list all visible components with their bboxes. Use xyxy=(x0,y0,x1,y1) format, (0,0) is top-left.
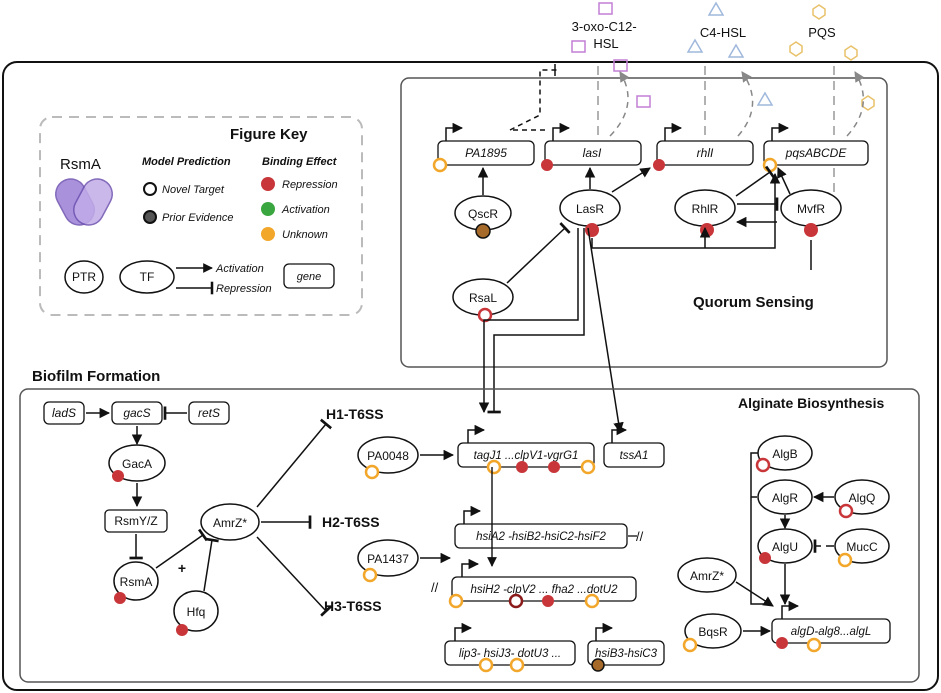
gene-pa1895 xyxy=(437,140,535,166)
rsma-icon xyxy=(55,178,113,226)
svg-text:RhlR: RhlR xyxy=(692,202,719,216)
svg-text:GacA: GacA xyxy=(122,457,152,471)
svg-text:gacS: gacS xyxy=(123,406,150,420)
signal-c4-hsl: C4-HSL xyxy=(700,25,746,40)
signals: 3-oxo-C12- HSL C4-HSL PQS xyxy=(571,1,875,111)
key-activation: Activation xyxy=(281,204,330,216)
gene-hsia2 xyxy=(454,523,628,549)
key-tf xyxy=(119,260,175,294)
tf-pa0048 xyxy=(357,436,419,474)
tf-amrz-alginate xyxy=(677,557,737,593)
svg-text:MvfR: MvfR xyxy=(797,202,825,216)
label-h2-t6ss: H2-T6SS xyxy=(322,514,380,530)
label-h1-t6ss: H1-T6SS xyxy=(326,406,384,422)
svg-text:hsiH2 -clpV2 ... fha2 ...dotU2: hsiH2 -clpV2 ... fha2 ...dotU2 xyxy=(470,584,618,596)
svg-text:tagJ1 ...clpV1-vgrG1: tagJ1 ...clpV1-vgrG1 xyxy=(474,450,579,462)
svg-text://: // xyxy=(431,580,439,595)
activation-marker xyxy=(261,202,275,216)
key-arrow-activation: Activation xyxy=(215,263,264,275)
svg-text:gene: gene xyxy=(297,271,321,283)
key-title: Figure Key xyxy=(230,126,308,143)
quorum-sensing-title: Quorum Sensing xyxy=(693,294,814,311)
svg-text:ladS: ladS xyxy=(52,406,76,420)
svg-text:AmrZ*: AmrZ* xyxy=(690,569,724,583)
signal-3oxo-c12-hsl: 3-oxo-C12- HSL xyxy=(572,19,641,51)
key-arrow-repression: Repression xyxy=(216,283,272,295)
svg-text:lasI: lasI xyxy=(583,146,602,160)
key-prior-evidence: Prior Evidence xyxy=(162,212,234,224)
svg-text:RsaL: RsaL xyxy=(469,291,497,305)
svg-text:rhlI: rhlI xyxy=(697,146,714,160)
svg-text:PTR: PTR xyxy=(72,270,96,284)
plus-sign: + xyxy=(178,560,186,576)
tf-bqsr xyxy=(684,613,742,649)
tf-algu xyxy=(757,528,813,564)
gene-gacs xyxy=(111,401,163,425)
biofilm-title: Biofilm Formation xyxy=(32,368,160,385)
key-model-prediction: Model Prediction xyxy=(142,156,231,168)
key-repression: Repression xyxy=(282,179,338,191)
svg-text://: // xyxy=(636,529,644,544)
svg-text:RsmY/Z: RsmY/Z xyxy=(114,514,157,528)
gene-tssa1 xyxy=(603,442,665,468)
svg-text:TF: TF xyxy=(140,270,155,284)
gene-rsmyz xyxy=(104,509,168,533)
svg-text:RsmA: RsmA xyxy=(120,575,153,589)
signal-pqs: PQS xyxy=(808,25,836,40)
key-unknown: Unknown xyxy=(282,229,328,241)
tf-pa1437 xyxy=(357,539,419,577)
gene-rets xyxy=(188,401,230,425)
key-novel-target: Novel Target xyxy=(162,184,225,196)
svg-text:PA0048: PA0048 xyxy=(367,449,409,463)
svg-text:pqsABCDE: pqsABCDE xyxy=(785,146,848,160)
key-gene xyxy=(283,263,335,289)
svg-text:algD-alg8...algL: algD-alg8...algL xyxy=(791,626,872,638)
tf-algr xyxy=(757,479,813,515)
svg-text:PA1895: PA1895 xyxy=(465,146,507,160)
svg-text:retS: retS xyxy=(198,406,220,420)
svg-text:BqsR: BqsR xyxy=(698,625,728,639)
svg-text:LasR: LasR xyxy=(576,202,604,216)
ptr-hfq xyxy=(173,590,219,632)
svg-text:AlgR: AlgR xyxy=(772,491,798,505)
novel-target-marker xyxy=(143,182,157,196)
main-frame xyxy=(2,61,939,691)
gene-rhli xyxy=(656,140,754,166)
unknown-marker xyxy=(261,227,275,241)
tf-gaca xyxy=(108,444,166,482)
figure-key: Figure Key RsmA Model Prediction Binding… xyxy=(39,116,363,316)
alginate-title: Alginate Biosynthesis xyxy=(738,395,884,411)
svg-text:hsiA2 -hsiB2-hsiC2-hsiF2: hsiA2 -hsiB2-hsiC2-hsiF2 xyxy=(476,531,606,543)
svg-text:AlgQ: AlgQ xyxy=(849,491,876,505)
gene-pqsabcde xyxy=(763,140,869,166)
svg-text:hsiB3-hsiC3: hsiB3-hsiC3 xyxy=(595,648,658,660)
gene-lads xyxy=(43,401,85,425)
svg-text:MucC: MucC xyxy=(846,540,878,554)
svg-text:AlgB: AlgB xyxy=(772,447,797,461)
prior-evidence-marker xyxy=(143,210,157,224)
gene-hsib3 xyxy=(587,640,665,666)
svg-text:Hfq: Hfq xyxy=(187,605,206,619)
svg-text:PA1437: PA1437 xyxy=(367,552,409,566)
repression-marker xyxy=(261,177,275,191)
svg-text:tssA1: tssA1 xyxy=(620,450,649,462)
key-binding-effect: Binding Effect xyxy=(262,156,338,168)
alginate-panel: Alginate Biosynthesis AlgB AlgR AlgQ Alg… xyxy=(677,395,891,653)
svg-text:QscR: QscR xyxy=(468,207,498,221)
svg-text:lip3- hsiJ3- dotU3 ...: lip3- hsiJ3- dotU3 ... xyxy=(459,648,561,660)
key-rsma-label: RsmA xyxy=(60,156,101,173)
ptr-rsma xyxy=(113,561,159,601)
svg-text:AlgU: AlgU xyxy=(772,540,798,554)
label-h3-t6ss: H3-T6SS xyxy=(324,598,382,614)
svg-text:AmrZ*: AmrZ* xyxy=(213,516,247,530)
biofilm-panel: Biofilm Formation ladS gacS retS GacA Rs… xyxy=(19,368,920,683)
gene-algd xyxy=(771,618,891,644)
tf-amrz xyxy=(200,503,260,541)
key-ptr xyxy=(64,260,104,294)
lasr-to-t6ss-arrows xyxy=(478,227,624,434)
gene-lasi xyxy=(544,140,642,166)
